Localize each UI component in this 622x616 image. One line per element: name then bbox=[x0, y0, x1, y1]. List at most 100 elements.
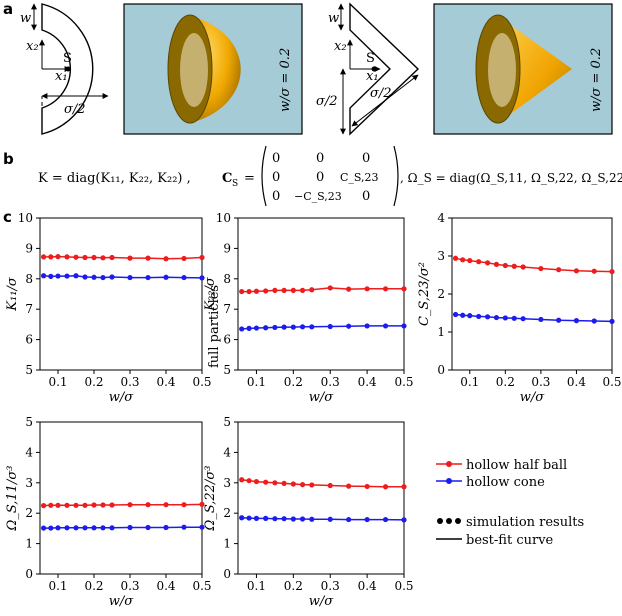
half-ball-rim-outline bbox=[167, 14, 213, 124]
data-point bbox=[181, 502, 187, 508]
data-point bbox=[199, 524, 205, 530]
data-point bbox=[556, 267, 562, 273]
data-point bbox=[401, 517, 407, 523]
legend-label-simulation: simulation results bbox=[466, 515, 584, 530]
half-ball-inner-shadow bbox=[180, 33, 208, 107]
data-point bbox=[73, 502, 79, 508]
data-point bbox=[181, 255, 187, 262]
legend-dot-1 bbox=[437, 518, 443, 524]
data-point bbox=[263, 325, 269, 331]
C-symbol: C bbox=[222, 171, 232, 186]
y-tick-label: 5 bbox=[223, 415, 231, 429]
x-tick-label: 0.4 bbox=[358, 579, 377, 593]
cone-rim-outline bbox=[475, 14, 521, 124]
data-point bbox=[263, 479, 269, 485]
plot-frame bbox=[451, 217, 613, 371]
data-point bbox=[511, 315, 517, 321]
data-point bbox=[145, 502, 151, 508]
S-label: S bbox=[63, 51, 72, 66]
data-point bbox=[127, 274, 133, 281]
data-point bbox=[263, 288, 269, 294]
x-axis-label: w/σ bbox=[309, 390, 335, 405]
y-tick-label: 0 bbox=[25, 567, 33, 581]
y-tick-label: 6 bbox=[223, 333, 231, 347]
data-point bbox=[460, 312, 466, 318]
centroid-point-S bbox=[65, 66, 71, 72]
data-point bbox=[309, 324, 315, 330]
data-point bbox=[253, 325, 260, 331]
half-ball-render: w/σ = 0.2 bbox=[123, 3, 303, 135]
C-equals: = bbox=[244, 171, 255, 186]
data-point bbox=[48, 273, 54, 279]
legend-dot-2 bbox=[446, 518, 452, 524]
y-tick-label: 7 bbox=[223, 302, 231, 316]
x-tick-label: 0.1 bbox=[247, 375, 266, 389]
data-point bbox=[290, 287, 296, 293]
data-point bbox=[91, 254, 97, 261]
x-tick-label: 0.2 bbox=[284, 375, 303, 389]
data-point bbox=[239, 326, 245, 332]
data-point bbox=[55, 254, 61, 260]
y-tick-label: 10 bbox=[216, 211, 231, 225]
data-point bbox=[327, 516, 333, 522]
data-point bbox=[327, 323, 333, 330]
sigma-half-label: σ/2 bbox=[64, 102, 86, 117]
data-point bbox=[246, 478, 252, 484]
matrix-cell-10: 0 bbox=[272, 170, 280, 185]
data-point bbox=[609, 318, 615, 324]
x-axis-label: w/σ bbox=[520, 390, 546, 405]
data-point bbox=[253, 515, 260, 521]
data-point bbox=[309, 482, 315, 488]
data-point bbox=[246, 515, 252, 521]
x-tick-label: 0.2 bbox=[284, 579, 303, 593]
data-point bbox=[109, 274, 115, 280]
x-tick-label: 0.5 bbox=[394, 375, 413, 389]
x-tick-label: 0.4 bbox=[567, 375, 586, 389]
x-axis-label: w/σ bbox=[309, 594, 335, 609]
data-point bbox=[199, 501, 205, 507]
data-point bbox=[290, 516, 296, 522]
w-label: w bbox=[20, 11, 31, 26]
y-tick-label: 5 bbox=[25, 363, 33, 377]
y-tick-label: 2 bbox=[437, 287, 445, 301]
x-tick-label: 0.1 bbox=[48, 375, 67, 389]
x2-label: x₂ bbox=[26, 39, 39, 54]
data-point bbox=[239, 515, 245, 521]
cone-render-label: w/σ = 0.2 bbox=[589, 48, 604, 112]
data-point bbox=[299, 482, 306, 488]
data-point bbox=[364, 483, 370, 490]
data-point bbox=[73, 273, 79, 279]
x-tick-label: 0.5 bbox=[602, 375, 621, 389]
K-equation: K = diag(K₁₁, K₂₂, K₂₂) , bbox=[38, 171, 191, 186]
x-tick-label: 0.2 bbox=[496, 375, 515, 389]
data-point bbox=[281, 516, 287, 522]
x-tick-label: 0.1 bbox=[48, 579, 67, 593]
data-point bbox=[299, 287, 306, 293]
data-point bbox=[253, 288, 260, 294]
cone-w-label: w bbox=[328, 11, 339, 26]
data-point bbox=[346, 286, 352, 292]
data-point bbox=[41, 273, 47, 279]
data-point bbox=[309, 287, 315, 293]
y-tick-label: 9 bbox=[25, 241, 33, 255]
data-point bbox=[41, 503, 47, 509]
data-point bbox=[538, 316, 544, 323]
matrix-cell-00: 0 bbox=[272, 151, 280, 166]
data-point bbox=[163, 524, 169, 531]
data-point bbox=[48, 525, 54, 531]
matrix-cell-20: 0 bbox=[272, 189, 280, 204]
legend-label-cone: hollow cone bbox=[466, 475, 545, 490]
data-point bbox=[573, 318, 580, 324]
y-tick-label: 8 bbox=[25, 272, 33, 286]
data-point bbox=[364, 516, 370, 523]
data-point bbox=[573, 268, 580, 274]
data-point bbox=[145, 255, 151, 261]
data-point bbox=[556, 317, 562, 323]
data-point bbox=[127, 502, 133, 508]
data-point bbox=[48, 254, 54, 260]
